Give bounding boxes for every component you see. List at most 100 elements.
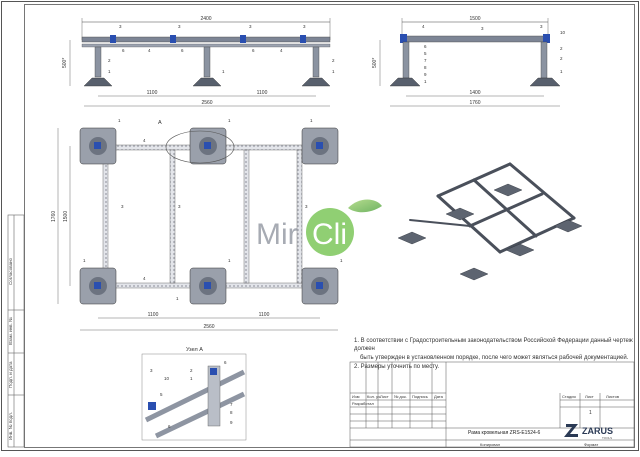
front-callout-9: 6 [252,48,255,53]
front-callout-3: 3 [249,24,252,29]
plan-callout-1: 1 [118,118,121,123]
side-callout-12: 1 [560,69,563,74]
plan-callout-2: 4 [143,138,146,143]
node-detail-title: Узел А [186,347,203,353]
stamp-inv-podl: Инв. № подл. [8,412,13,440]
logo-sub: TOOLS [602,436,612,440]
front-callout-1: 3 [119,24,122,29]
side-callout-11: 1 [424,79,427,84]
side-callout-10: 2 [560,56,563,61]
front-dim-height: 500* [62,58,68,68]
plan-callout-4: 1 [310,118,313,123]
front-dim-base-total: 2560 [201,100,212,106]
front-callout-14: 2 [332,58,335,63]
side-callout-5: 6 [424,44,427,49]
note-2: 2. Размеры уточнить по месту. [354,364,440,370]
side-dim-height: 500* [372,58,378,68]
title-block [349,361,635,448]
front-callout-5: 4 [148,48,151,53]
front-callout-2: 3 [178,24,181,29]
side-callout-9: 9 [424,72,427,77]
tb-stadiya: Стадия [562,394,576,399]
side-callout-6: 5 [424,51,427,56]
drawing-notes: 1. В соответствии с Градостроительным за… [354,337,634,372]
tb-ndok: № док. [394,394,407,399]
node-detail: Узел А 3 10 2 1 6 5 7 8 9 6 [141,347,247,441]
side-callout-8: 8 [424,65,427,70]
plan-callout-8: 4 [143,276,146,281]
plan-callout-5: 3 [121,204,124,209]
node-callout-10: 6 [168,424,171,429]
plan-detail-ref: A [158,120,162,126]
front-callout-8: 6 [181,48,184,53]
node-callout-8: 8 [230,410,233,415]
plan-dim-span-left: 1100 [148,312,159,318]
node-callout-9: 9 [230,420,233,425]
node-callout-3: 2 [190,368,193,373]
front-dim-span-left: 1100 [147,90,158,96]
side-callout-4: 10 [560,30,566,35]
isometric-feet [397,183,583,281]
stamp-vzam-inv: Взам. инв. № [8,317,13,345]
side-dim-total: 1500 [469,16,480,22]
front-dim-total: 2400 [200,16,211,22]
front-callout-10: 2 [108,58,111,63]
stamp-soglasovano: Согласовано [8,257,13,285]
zarus-logo: ZARUS TOOLS [564,424,613,440]
front-callout-11: 1 [108,69,111,74]
tb-izm: Изм [352,394,360,399]
plan-callout-12: 1 [176,296,179,301]
plan-callout-10: 1 [228,258,231,263]
side-callout-1: 4 [422,24,425,29]
front-callout-4: 3 [303,24,306,29]
note-1: 1. В соответствии с Градостроительным за… [354,338,633,352]
plan-view: A 1760 1500 1100 1100 2560 1 4 1 1 3 3 3… [51,118,343,331]
side-callout-13: 2 [560,46,563,51]
side-dim-base-total: 1760 [469,100,480,106]
side-dim-inner: 1400 [469,90,480,96]
node-callout-1: 3 [150,368,153,373]
isometric-view [409,162,576,254]
plan-callout-11: 1 [340,258,343,263]
node-callout-6: 5 [160,392,163,397]
tb-kopiroval: Копировал [480,442,501,447]
left-stamp [7,214,25,448]
watermark-mir: Mir [256,218,298,251]
tb-kol: Кол. уч. [367,394,381,399]
front-view: 2400 500* 1100 1100 2560 [62,16,335,107]
side-callout-3: 3 [540,24,543,29]
tb-list-label: Лист [585,394,594,399]
plan-dim-depth-outer: 1760 [51,211,57,222]
plan-dim-base-total: 2560 [203,324,214,330]
tb-drawing-title: Рама кровельная ZRS-E1524-6 [468,430,540,436]
side-callout-2: 3 [481,26,484,31]
tb-list-value: 1 [589,410,592,416]
tb-format: Формат [584,442,598,447]
plan-callout-9: 1 [83,258,86,263]
tb-data: Дата [434,394,444,399]
front-callout-13: 1 [332,69,335,74]
plan-callout-6: 3 [178,204,181,209]
front-callout-12: 1 [222,69,225,74]
node-callout-2: 10 [164,376,170,381]
node-callout-4: 1 [190,376,193,381]
stamp-podp-data: Подп. и дата [8,361,13,388]
tb-podp: Подпись [412,394,428,399]
base-plates [79,127,339,305]
side-callout-7: 7 [424,58,427,63]
tb-razrabotal: Разработал [352,401,374,406]
tb-listov: Листов [606,394,619,399]
front-callout-6: 4 [280,48,283,53]
watermark-cli: Cli [312,218,347,251]
plan-dim-depth-inner: 1500 [63,211,69,222]
front-dim-span-right: 1100 [257,90,268,96]
side-view: 1500 500* 1400 1760 4 3 3 10 6 5 7 8 9 2 [372,16,566,107]
plan-callout-7: 3 [305,204,308,209]
plan-dim-span-right: 1100 [259,312,270,318]
node-callout-5: 6 [224,360,227,365]
logo-name: ZARUS [582,426,613,436]
note-1-cont: быть утвержден в установленном порядке, … [360,355,629,361]
tb-list: Лист [380,394,389,399]
plan-callout-3: 1 [228,118,231,123]
